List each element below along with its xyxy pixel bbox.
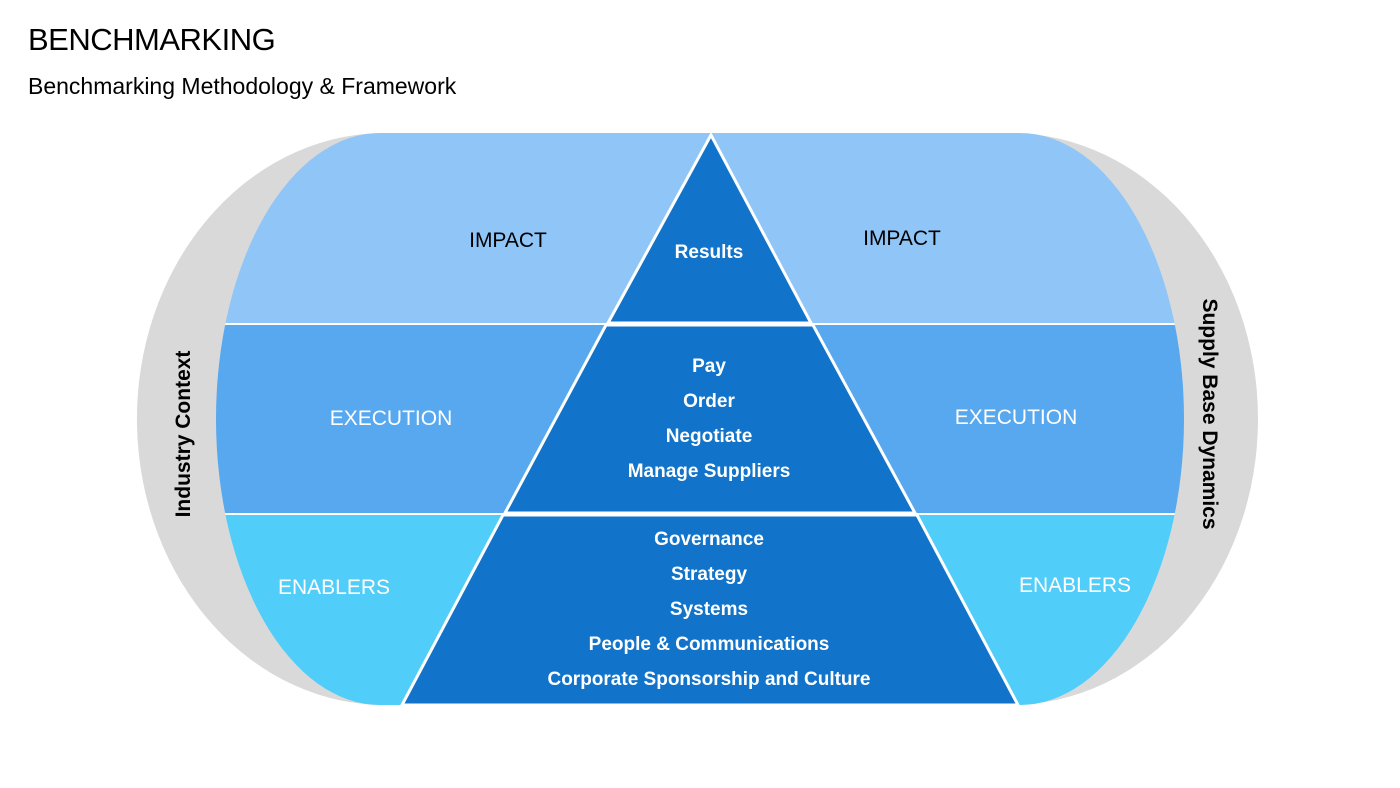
pyramid-bottom-item: People & Communications	[589, 634, 830, 655]
enablers-label-right: ENABLERS	[1019, 574, 1131, 597]
execution-label-right: EXECUTION	[955, 406, 1078, 429]
pyramid-bottom	[399, 513, 1021, 707]
pyramid-top-item: Results	[675, 242, 744, 263]
page-title: BENCHMARKING	[28, 22, 276, 57]
side-label-left: Industry Context	[172, 351, 195, 518]
pyramid-bottom-item: Systems	[670, 599, 748, 620]
pyramid	[399, 131, 1021, 707]
impact-label-left: IMPACT	[469, 229, 547, 252]
pyramid-bottom-item: Governance	[654, 529, 764, 550]
pyramid-middle-item: Order	[683, 391, 735, 412]
execution-label-left: EXECUTION	[330, 407, 453, 430]
page-subtitle: Benchmarking Methodology & Framework	[28, 73, 457, 99]
pyramid-bottom-item: Corporate Sponsorship and Culture	[547, 669, 870, 690]
pyramid-middle-item: Pay	[692, 356, 726, 377]
pyramid-middle-item: Manage Suppliers	[628, 461, 791, 482]
enablers-label-left: ENABLERS	[278, 576, 390, 599]
side-label-right: Supply Base Dynamics	[1198, 298, 1221, 529]
pyramid-middle	[502, 323, 918, 515]
pyramid-middle-item: Negotiate	[666, 426, 753, 447]
pyramid-top	[605, 131, 814, 325]
pyramid-bottom-item: Strategy	[671, 564, 747, 585]
impact-label-right: IMPACT	[863, 227, 941, 250]
